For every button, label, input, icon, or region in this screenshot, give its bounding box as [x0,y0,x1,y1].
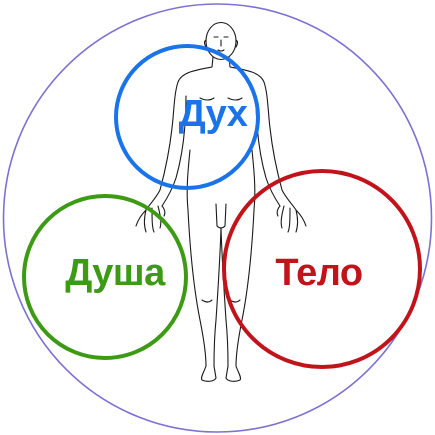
soul-label: Душа [65,252,166,294]
body-label: Тело [275,252,362,294]
soul-circle [22,194,188,360]
body-circle [222,169,422,369]
outer-circle [2,3,433,433]
human-figure-icon [135,21,307,382]
spirit-circle [114,44,260,190]
spirit-label: Дух [179,93,248,135]
